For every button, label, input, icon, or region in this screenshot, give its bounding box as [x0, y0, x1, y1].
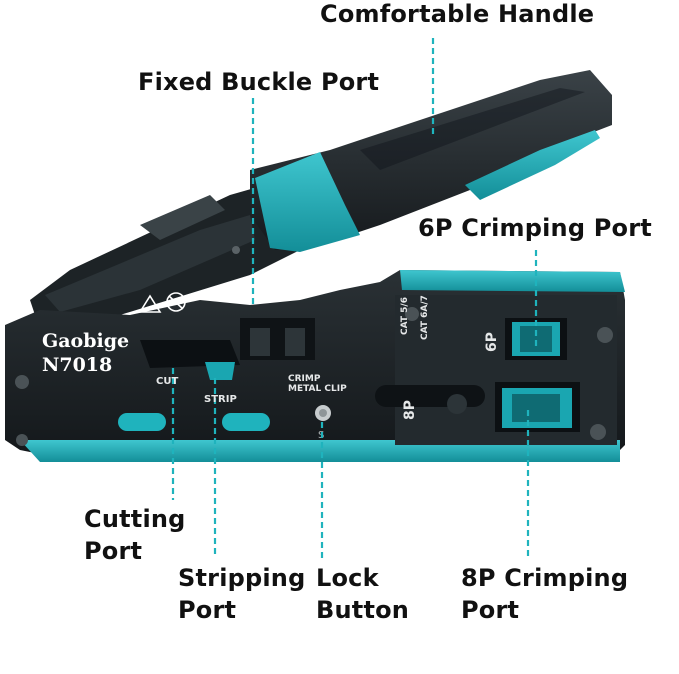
label-lock-button: Lock Button: [316, 562, 409, 626]
label-stripping-port-line2: Port: [178, 596, 237, 624]
tool-body: S: [5, 246, 625, 462]
port-8p-marking: 8P: [402, 399, 418, 420]
port-6p-marking: 6P: [484, 331, 500, 352]
cat-5-6-marking: CAT 5/6: [400, 297, 410, 335]
upper-lever-arm: [30, 175, 320, 330]
metal-clip-marking: METAL CLIP: [288, 384, 347, 394]
brand-name: Gaobige: [42, 330, 130, 352]
label-6p-crimping-port: 6P Crimping Port: [418, 214, 652, 242]
brand-marking: Gaobige N7018: [42, 329, 129, 377]
cat-6a-7-marking: CAT 6A/7: [420, 295, 430, 340]
cut-marking: CUT: [156, 376, 179, 387]
leader-lines: [171, 38, 538, 558]
label-comfortable-handle: Comfortable Handle: [320, 0, 595, 28]
label-stripping-port-line1: Stripping: [178, 564, 306, 592]
label-cutting-port-line1: Cutting: [84, 505, 186, 533]
label-cutting-port-line2: Port: [84, 537, 143, 565]
label-8p-crimping-port-line1: 8P Crimping: [461, 564, 629, 592]
label-8p-crimping-port-line2: Port: [461, 596, 520, 624]
label-stripping-port: Stripping Port: [178, 562, 305, 626]
label-fixed-buckle-port: Fixed Buckle Port: [138, 68, 380, 96]
label-lock-button-line2: Button: [316, 596, 410, 624]
model-number: N7018: [42, 354, 113, 376]
crimp-marking: CRIMP: [288, 374, 321, 384]
crimp-metal-clip-marking: CRIMP METAL CLIP: [288, 374, 347, 394]
strip-marking: STRIP: [204, 394, 237, 405]
label-8p-crimping-port: 8P Crimping Port: [461, 562, 628, 626]
label-lock-button-line1: Lock: [316, 564, 379, 592]
comfortable-handle-grip: [250, 70, 612, 252]
label-cutting-port: Cutting Port: [84, 503, 186, 567]
